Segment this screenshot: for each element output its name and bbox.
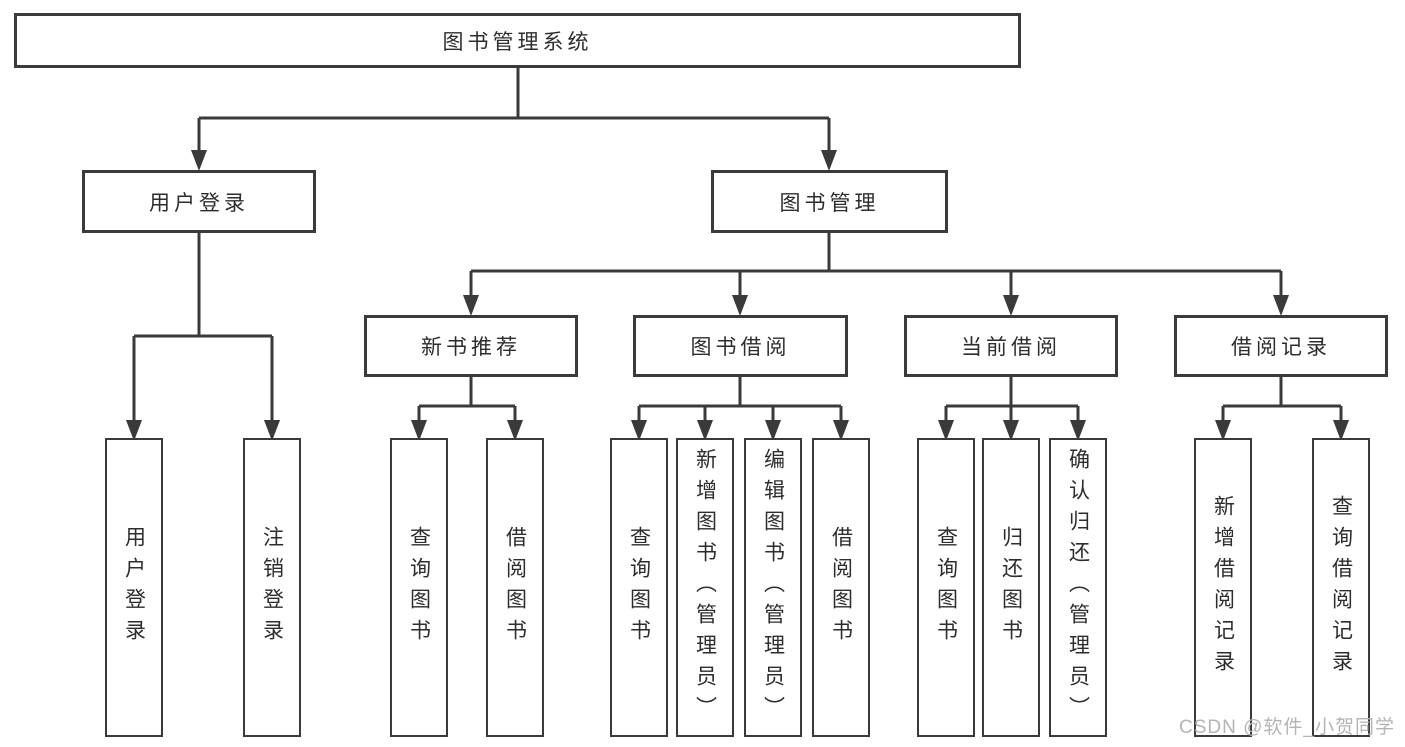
leaf-query-books-current-label: 查询图书 xyxy=(934,525,958,650)
node-current-borrow-label: 当前借阅 xyxy=(961,336,1061,359)
connector-book-borrow-branch xyxy=(631,377,849,441)
leaf-borrow-books: 借阅图书 xyxy=(812,438,870,737)
leaf-borrow-books-recommend: 借阅图书 xyxy=(486,438,544,737)
node-book-borrow-label: 图书借阅 xyxy=(690,336,791,359)
leaf-query-books-borrow: 查询图书 xyxy=(610,438,668,737)
leaf-user-login-label: 用户登录 xyxy=(122,525,146,650)
connector-current-borrow-branch xyxy=(938,377,1086,441)
connector-book-management-branch xyxy=(463,233,1289,316)
leaf-edit-books-admin-label: 编辑图书（管理员） xyxy=(761,448,785,727)
leaf-add-books-admin: 新增图书（管理员） xyxy=(676,438,734,737)
connector-user-login-branch xyxy=(126,233,280,441)
node-user-login-label: 用户登录 xyxy=(149,191,249,215)
node-library-management-system-label: 图书管理系统 xyxy=(442,30,593,54)
leaf-return-books-label: 归还图书 xyxy=(999,525,1023,650)
node-new-book-recommend: 新书推荐 xyxy=(364,315,578,377)
leaf-logout: 注销登录 xyxy=(243,438,301,737)
leaf-confirm-return-admin-label: 确认归还（管理员） xyxy=(1066,448,1090,727)
leaf-query-borrow-record: 查询借阅记录 xyxy=(1312,438,1370,737)
node-book-management: 图书管理 xyxy=(711,170,948,233)
leaf-query-borrow-record-label: 查询借阅记录 xyxy=(1329,494,1353,681)
node-borrow-records-label: 借阅记录 xyxy=(1231,336,1331,359)
leaf-add-borrow-record: 新增借阅记录 xyxy=(1194,438,1252,737)
leaf-edit-books-admin: 编辑图书（管理员） xyxy=(744,438,802,737)
leaf-logout-label: 注销登录 xyxy=(260,525,284,650)
node-current-borrow: 当前借阅 xyxy=(904,315,1118,377)
leaf-add-books-admin-label: 新增图书（管理员） xyxy=(693,448,717,727)
leaf-query-books-recommend: 查询图书 xyxy=(390,438,448,737)
node-book-management-label: 图书管理 xyxy=(779,191,880,215)
leaf-query-books-borrow-label: 查询图书 xyxy=(627,525,651,650)
leaf-user-login: 用户登录 xyxy=(105,438,163,737)
leaf-borrow-books-recommend-label: 借阅图书 xyxy=(503,525,527,650)
leaf-return-books: 归还图书 xyxy=(982,438,1040,737)
leaf-confirm-return-admin: 确认归还（管理员） xyxy=(1049,438,1107,737)
connector-root-to-level1 xyxy=(191,68,837,171)
node-user-login: 用户登录 xyxy=(82,170,316,233)
connector-new-book-recommend-branch xyxy=(411,377,523,441)
node-new-book-recommend-label: 新书推荐 xyxy=(421,336,521,359)
node-library-management-system: 图书管理系统 xyxy=(14,13,1021,68)
csdn-watermark: CSDN @软件_小贺同学 xyxy=(1179,717,1395,738)
leaf-query-books-recommend-label: 查询图书 xyxy=(407,525,431,650)
node-book-borrow: 图书借阅 xyxy=(633,315,848,377)
leaf-add-borrow-record-label: 新增借阅记录 xyxy=(1211,494,1235,681)
leaf-query-books-current: 查询图书 xyxy=(917,438,975,737)
node-borrow-records: 借阅记录 xyxy=(1174,315,1388,377)
connector-borrow-records-branch xyxy=(1215,377,1349,441)
leaf-borrow-books-label: 借阅图书 xyxy=(829,525,853,650)
